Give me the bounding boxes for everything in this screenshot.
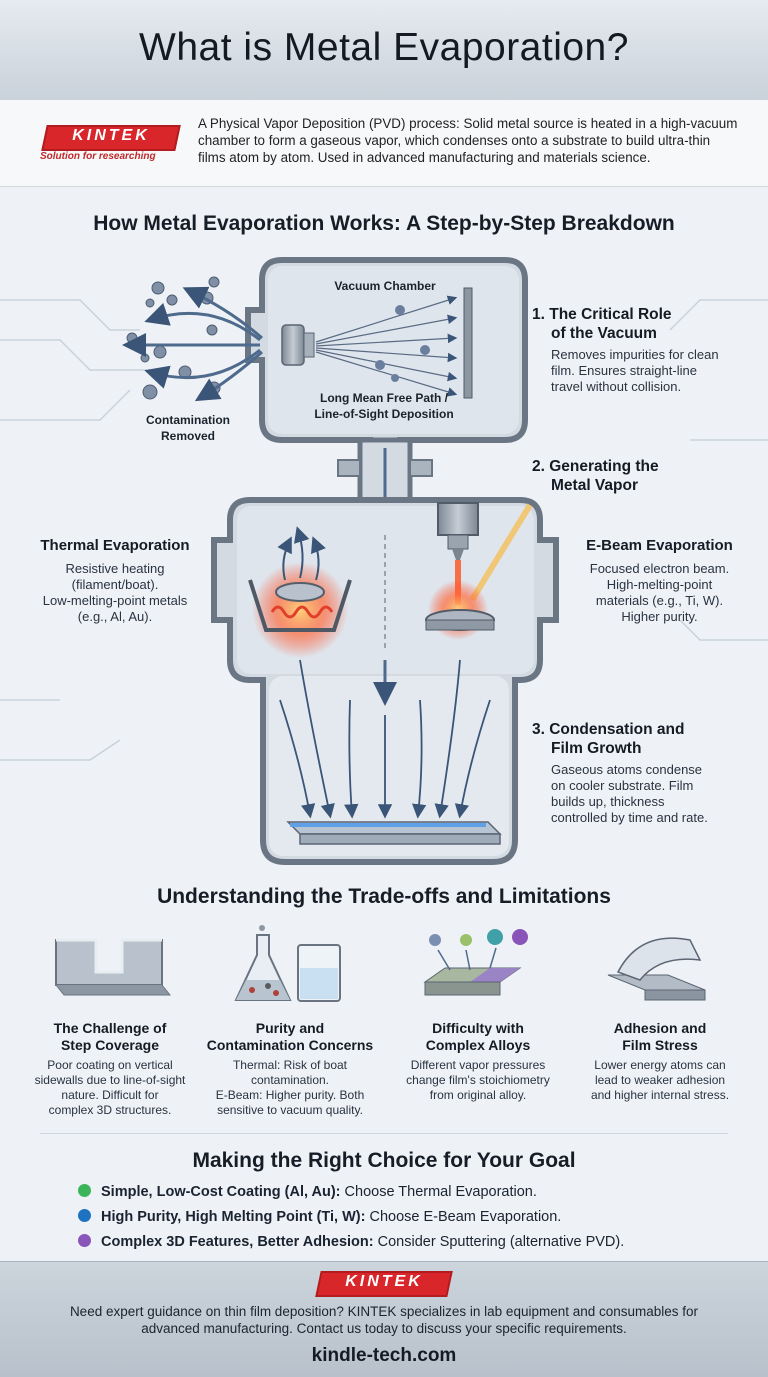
- footer-text-line-2: advanced manufacturing. Contact us today…: [141, 1321, 627, 1336]
- step-3-title-1: 3. Condensation and: [532, 721, 685, 738]
- card-4-title-1: Adhesion and: [613, 1020, 707, 1036]
- step-3-text-2: on cooler substrate. Film: [551, 778, 694, 793]
- step-3-text-4: controlled by time and rate.: [551, 810, 708, 825]
- ebeam-text-1: Focused electron beam.: [589, 561, 730, 576]
- section-divider: [40, 1133, 728, 1134]
- page-title: What is Metal Evaporation?: [139, 26, 629, 69]
- card-4-text-2: lead to weaker adhesion: [594, 1073, 726, 1087]
- card-2-text-1: Thermal: Risk of boat: [232, 1058, 348, 1072]
- card-1-text-2: sidewalls due to line-of-sight: [34, 1073, 186, 1087]
- tradeoffs-heading: Understanding the Trade-offs and Limitat…: [157, 885, 611, 908]
- how-heading: How Metal Evaporation Works: A Step-by-S…: [93, 212, 675, 235]
- ebeam-text-2: High-melting-point: [606, 577, 713, 592]
- choice-heading: Making the Right Choice for Your Goal: [192, 1149, 576, 1172]
- step-1-text-3: travel without collision.: [551, 379, 682, 394]
- evaporation-chamber-diagram: [0, 257, 768, 865]
- contamination-label-1: Contamination: [146, 413, 230, 427]
- vacuum-chamber-label: Vacuum Chamber: [334, 279, 436, 293]
- card-1-text-1: Poor coating on vertical: [47, 1058, 173, 1072]
- step-coverage-icon: [55, 938, 172, 996]
- thermal-text-3: Low-melting-point metals: [42, 593, 188, 608]
- thermal-title: Thermal Evaporation: [40, 537, 190, 554]
- thermal-text-4: (e.g., Al, Au).: [77, 609, 153, 624]
- thermal-text-2: (filament/boat).: [71, 577, 159, 592]
- flask-beaker-icon: [234, 925, 341, 1002]
- card-4-text-1: Lower energy atoms can: [594, 1058, 726, 1072]
- footer-url-link[interactable]: kindle-tech.com: [311, 1345, 457, 1366]
- upper-chamber: [245, 257, 528, 458]
- step-3-text-3: builds up, thickness: [551, 794, 665, 809]
- card-4-title-2: Film Stress: [622, 1037, 698, 1053]
- mean-free-path-label-2: Line-of-Sight Deposition: [314, 407, 454, 421]
- header-banner: [0, 0, 768, 101]
- blue-dot-icon: [78, 1209, 91, 1222]
- footer-text: Need expert guidance on thin film deposi…: [20, 1303, 748, 1337]
- step-3-text-1: Gaseous atoms condense: [551, 762, 703, 777]
- intro-text: A Physical Vapor Deposition (PVD) proces…: [198, 116, 738, 165]
- card-3-title-2: Complex Alloys: [425, 1037, 531, 1053]
- ebeam-title: E-Beam Evaporation: [586, 537, 733, 554]
- peeling-film-icon: [607, 937, 706, 1001]
- step-1-text-1: Removes impurities for clean: [551, 347, 719, 362]
- ebeam-text-3: materials (e.g., Ti, W).: [595, 593, 724, 608]
- step-2-title-2: Metal Vapor: [551, 477, 638, 494]
- card-2-text-2: contamination.: [250, 1073, 330, 1087]
- card-3-text-3: from original alloy.: [429, 1088, 527, 1102]
- footer-logo-text: KINTEK: [345, 1273, 423, 1290]
- card-3-text-1: Different vapor pressures: [410, 1058, 546, 1072]
- choice-item-sputtering: Complex 3D Features, Better Adhesion: Co…: [78, 1234, 624, 1250]
- card-2-text-4: sensitive to vacuum quality.: [217, 1103, 363, 1117]
- step-1-title-2: of the Vacuum: [551, 325, 657, 342]
- step-2-title-1: 2. Generating the: [532, 458, 659, 475]
- card-1-title-1: The Challenge of: [53, 1020, 167, 1036]
- contamination-molecules: [122, 276, 263, 402]
- thermal-text-1: Resistive heating: [65, 561, 165, 576]
- step-1-title-1: 1. The Critical Role: [532, 306, 672, 323]
- tradeoff-icons: [55, 925, 706, 1002]
- logo-text: KINTEK: [72, 127, 150, 144]
- green-dot-icon: [78, 1184, 91, 1197]
- card-2-title-1: Purity and: [255, 1020, 325, 1036]
- mean-free-path-label-1: Long Mean Free Path /: [319, 391, 448, 405]
- ebeam-text-4: Higher purity.: [621, 609, 698, 624]
- choice-item-thermal: Simple, Low-Cost Coating (Al, Au): Choos…: [78, 1184, 537, 1200]
- card-2-text-3: E-Beam: Higher purity. Both: [215, 1088, 365, 1102]
- card-2-title-2: Contamination Concerns: [206, 1037, 374, 1053]
- step-3-title-2: Film Growth: [551, 740, 642, 757]
- card-1-text-3: nature. Difficult for: [61, 1088, 159, 1102]
- card-3-title-1: Difficulty with: [432, 1020, 524, 1036]
- card-1-text-4: complex 3D structures.: [48, 1103, 172, 1117]
- logo-tagline: Solution for researching: [40, 151, 156, 162]
- footer-text-line-1: Need expert guidance on thin film deposi…: [69, 1304, 699, 1319]
- purple-dot-icon: [78, 1234, 91, 1247]
- step-1-text-2: film. Ensures straight-line: [551, 363, 697, 378]
- card-4-text-3: and higher internal stress.: [590, 1088, 730, 1102]
- circuit-decoration: [0, 299, 768, 761]
- lower-chamber: [211, 497, 559, 865]
- card-3-text-2: change film's stoichiometry: [406, 1073, 550, 1087]
- choice-item-ebeam: High Purity, High Melting Point (Ti, W):…: [78, 1209, 561, 1225]
- card-1-title-2: Step Coverage: [60, 1037, 160, 1053]
- alloy-icon: [423, 929, 528, 996]
- contamination-label-2: Removed: [160, 429, 216, 443]
